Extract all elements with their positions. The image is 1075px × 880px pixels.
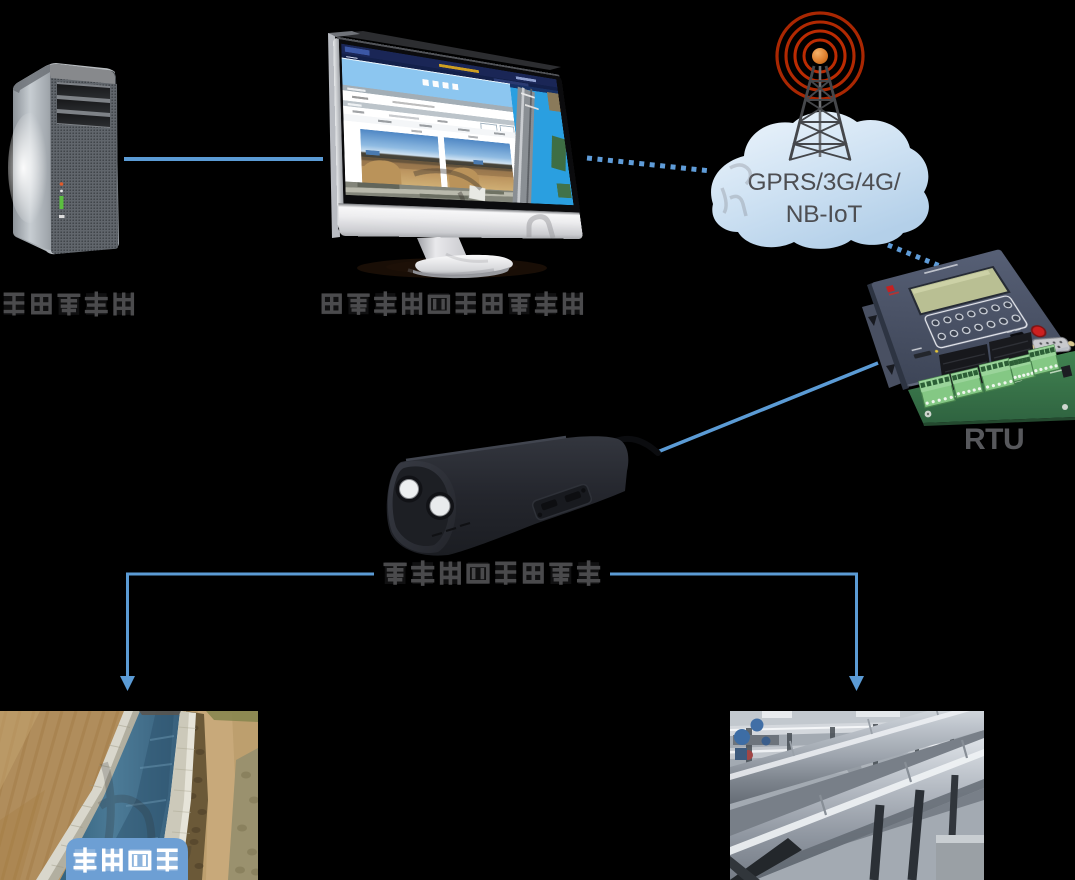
svg-text:NB-IoT: NB-IoT (786, 201, 863, 228)
svg-text:RTU: RTU (964, 423, 1024, 456)
svg-text:GPRS/3G/4G/: GPRS/3G/4G/ (747, 169, 900, 196)
